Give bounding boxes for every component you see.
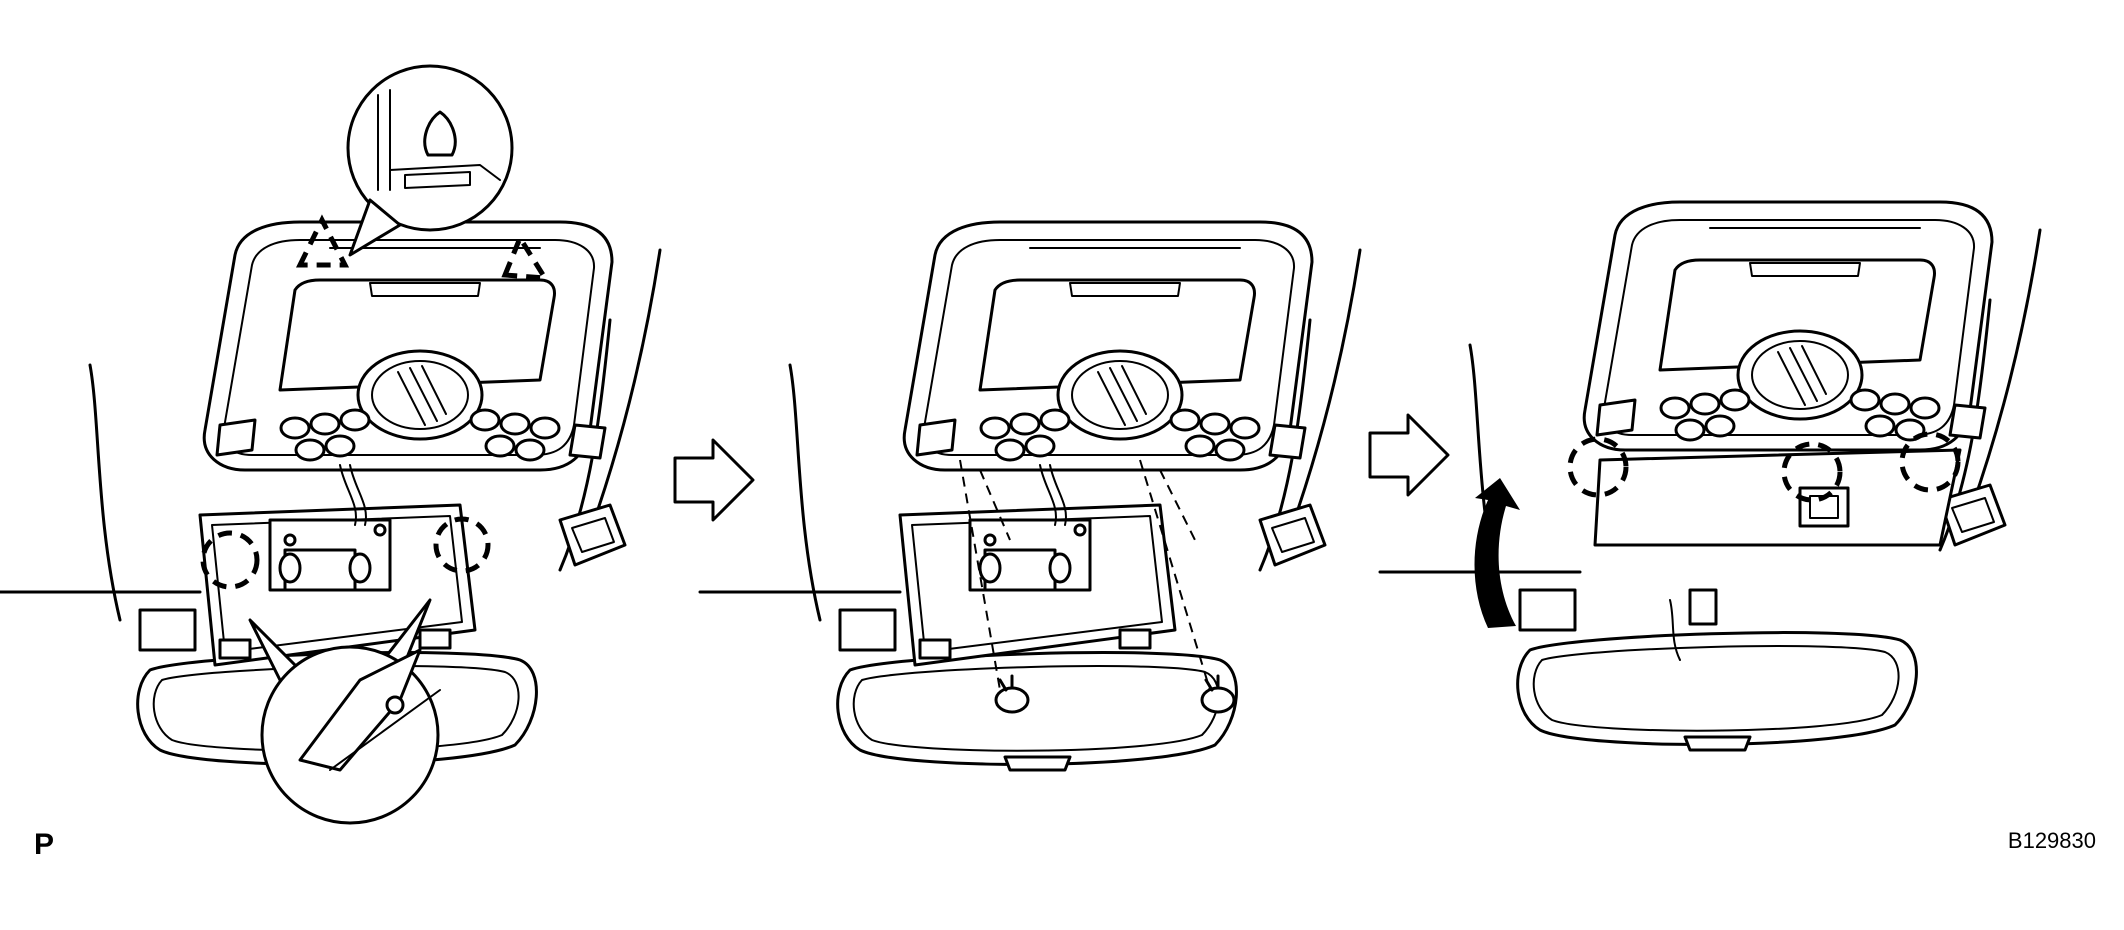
clip-circle-center xyxy=(1781,441,1843,503)
step-arrow-icon xyxy=(673,438,755,522)
figure-id: B129830 xyxy=(2007,828,2096,853)
clip-circle-left xyxy=(1567,436,1629,498)
screw-right xyxy=(1200,674,1236,714)
step-arrow-icon xyxy=(1368,413,1450,497)
clip-circle-right xyxy=(1899,431,1961,493)
step-1-panel xyxy=(0,64,662,825)
clip-circle-right xyxy=(433,516,491,574)
section-code: P xyxy=(34,828,55,861)
clip-circle-left xyxy=(200,530,260,590)
curved-arrow-icon xyxy=(1474,478,1520,628)
step-3-panel xyxy=(1378,200,2042,752)
clip-marker-left xyxy=(295,214,350,268)
step-2-panel xyxy=(698,220,1362,772)
screw-left xyxy=(994,674,1030,714)
